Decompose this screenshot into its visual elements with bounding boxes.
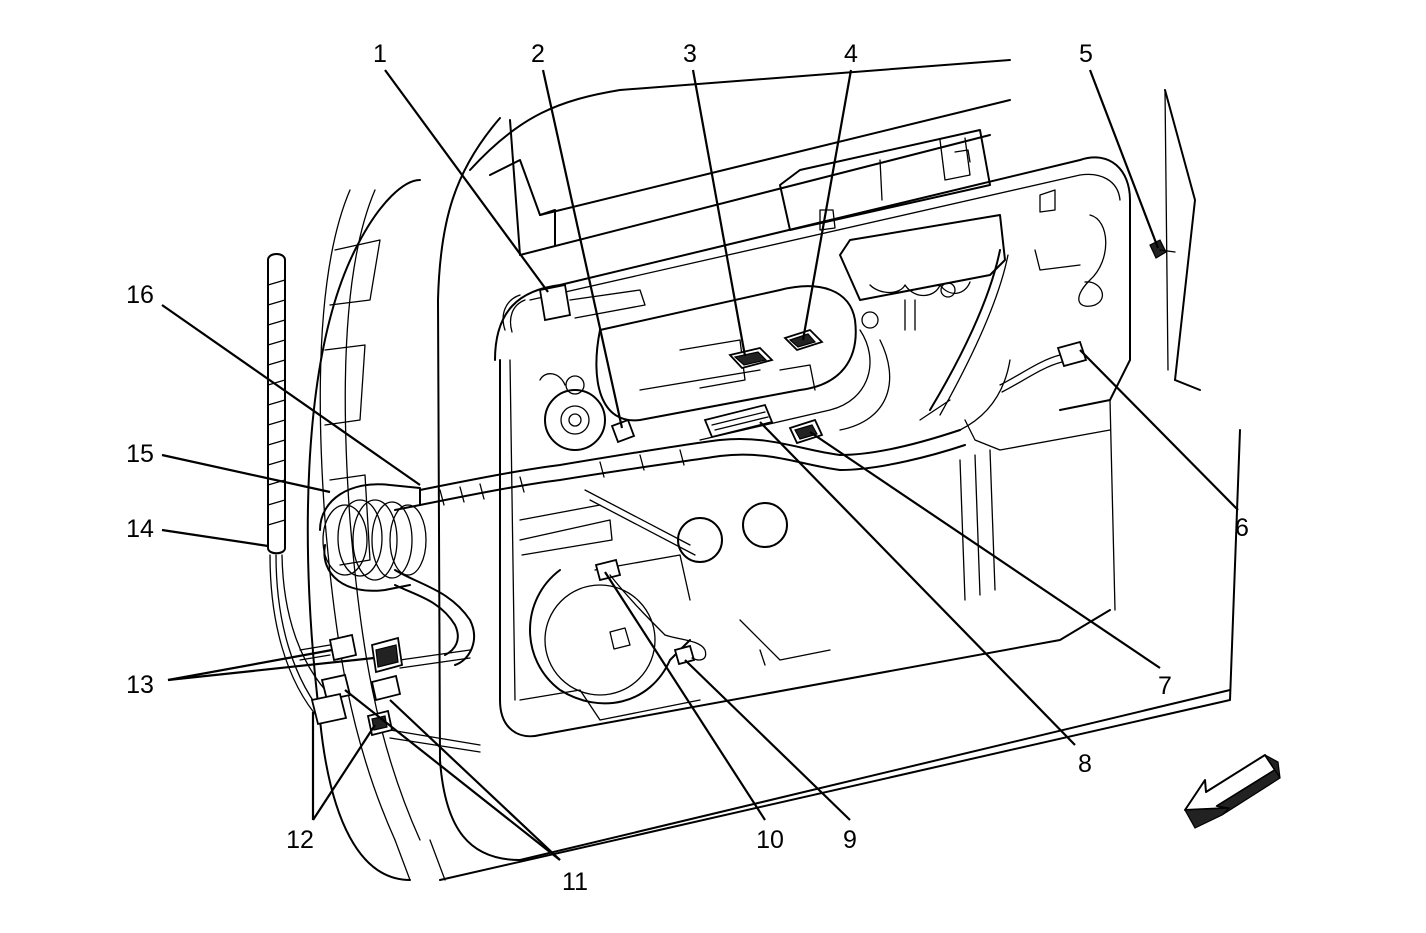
leader-lines: [161, 69, 1239, 861]
item-10-connector: [594, 558, 666, 636]
item-6-connector: [999, 214, 1107, 393]
callout-8: 8: [1078, 750, 1092, 778]
item-11-connectors: [320, 673, 402, 702]
callout-15: 15: [126, 440, 154, 468]
item-3-switch: [728, 347, 774, 370]
callout-10: 10: [756, 826, 784, 854]
item-15-grommet: [319, 483, 475, 666]
callout-5: 5: [1079, 40, 1093, 68]
item-1-connector: [502, 283, 646, 333]
callout-6: 6: [1235, 514, 1249, 542]
door-frame: [306, 59, 1241, 881]
callout-14: 14: [126, 515, 154, 543]
item-12-connectors: [310, 692, 394, 737]
item-14-conduit-strip: [267, 253, 286, 555]
callout-7: 7: [1158, 672, 1172, 700]
callout-9: 9: [843, 826, 857, 854]
lower-panel: [519, 489, 831, 721]
item-2-connector: [539, 373, 636, 451]
item-9-connector: [609, 627, 707, 666]
item-8-connector-block: [703, 403, 774, 439]
callout-4: 4: [844, 40, 858, 68]
callout-3: 3: [683, 40, 697, 68]
callout-labels: 1 2 3 4 5 6 7 8 9 10 11 12 13 14 15 16: [126, 40, 1249, 896]
item-5-jamb-switch: [1149, 239, 1176, 259]
item-13-connectors: [328, 633, 404, 674]
callout-13: 13: [126, 671, 154, 699]
callout-16: 16: [126, 281, 154, 309]
belt-line: [489, 99, 1011, 256]
inner-door-panel: [494, 156, 1131, 738]
item-7-connector: [788, 418, 824, 445]
callout-2: 2: [531, 40, 545, 68]
callout-11: 11: [562, 868, 588, 896]
forward-direction-arrow-icon: [1184, 754, 1281, 829]
window-regulator: [839, 214, 1009, 421]
callout-12: 12: [286, 826, 314, 854]
callout-1: 1: [373, 40, 387, 68]
